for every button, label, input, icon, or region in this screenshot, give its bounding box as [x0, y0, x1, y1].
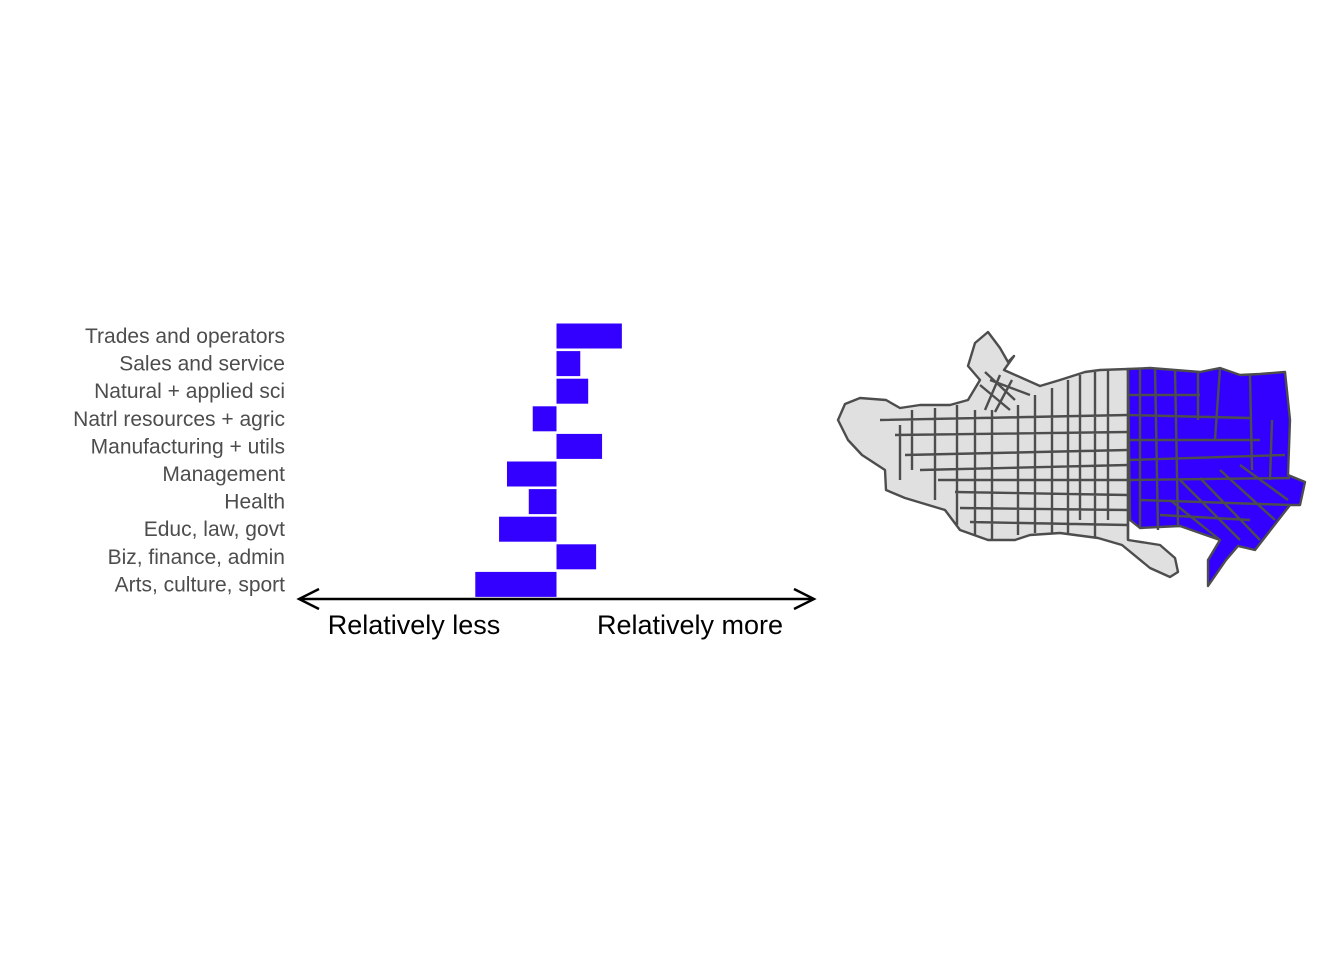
bar [499, 516, 557, 542]
category-label: Arts, culture, sport [115, 573, 286, 596]
left-arrowhead-icon [296, 587, 320, 611]
bar [556, 433, 603, 459]
axis-left-label: Relatively less [328, 610, 501, 640]
right-arrowhead-icon [793, 587, 817, 611]
category-label: Natrl resources + agric [73, 408, 285, 431]
bar [556, 351, 581, 377]
map-district-boundaries [879, 367, 1291, 541]
direction-axis: Relatively less Relatively more [296, 587, 817, 640]
bars [475, 323, 622, 597]
category-label: Health [224, 491, 285, 514]
category-label: Biz, finance, admin [108, 546, 285, 569]
category-label: Sales and service [119, 353, 285, 376]
map-highlight-region [1126, 366, 1307, 588]
city-map [836, 330, 1307, 588]
category-label: Educ, law, govt [144, 518, 285, 541]
category-label: Management [162, 463, 285, 486]
category-label: Trades and operators [85, 325, 285, 348]
bar [556, 323, 622, 349]
map-boundary-lines-west [879, 370, 1129, 540]
map-boundary-lines-east [1127, 367, 1291, 541]
map-outline [836, 330, 1180, 579]
bar [532, 406, 557, 432]
bar [506, 461, 557, 487]
bar [528, 489, 557, 515]
category-label: Natural + applied sci [94, 380, 285, 403]
bar [556, 378, 589, 404]
bar [556, 544, 597, 570]
axis-right-label: Relatively more [597, 610, 783, 640]
bar [475, 571, 557, 597]
map-boundary-lines-downtown [979, 371, 1031, 413]
category-label: Manufacturing + utils [91, 435, 285, 458]
